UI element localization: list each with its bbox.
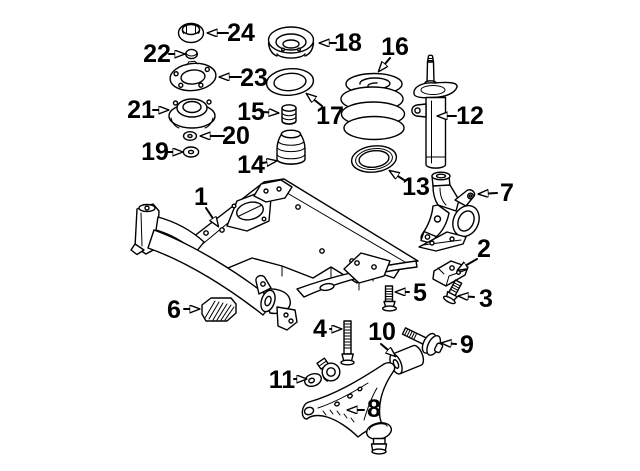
mount-plate-part-23: [169, 60, 217, 92]
part-number-18: 18: [334, 29, 362, 57]
lower-spring-pad-part-13: [350, 145, 398, 173]
part-number-20: 20: [222, 122, 250, 150]
part-number-6: 6: [167, 296, 181, 324]
strut-part-12: [411, 54, 458, 169]
part-number-22: 22: [143, 40, 171, 68]
part-number-10: 10: [368, 318, 396, 346]
upper-spring-pad-part-17: [265, 67, 315, 97]
part-number-11: 11: [269, 366, 296, 394]
callout-arrow-1: [205, 207, 218, 226]
clamp-bracket-part-11: [304, 357, 341, 388]
bolt-part-5: [382, 285, 398, 312]
cap-part-22: [184, 48, 198, 60]
callout-arrow-14: [261, 161, 276, 163]
dust-boot-part-14: [276, 129, 306, 165]
stopper-pad-part-6: [201, 297, 237, 322]
strut-mount-part-21: [168, 98, 216, 129]
callout-arrow-16: [379, 57, 391, 71]
callout-arrow-10: [380, 343, 395, 356]
part-number-12: 12: [456, 102, 484, 130]
callout-arrow-13: [390, 171, 405, 181]
steering-knuckle-part-7: [420, 171, 480, 245]
part-number-14: 14: [237, 151, 265, 179]
part-number-21: 21: [127, 96, 155, 124]
part-number-3: 3: [479, 285, 493, 313]
lower-control-arm-part-8: [301, 362, 396, 455]
bolt-part-3: [442, 279, 463, 305]
callout-arrow-15: [262, 112, 278, 113]
part-number-7: 7: [500, 179, 514, 207]
lock-nut-part-24: [177, 22, 205, 44]
part-number-8: 8: [367, 395, 381, 423]
part-number-17: 17: [316, 102, 344, 130]
bump-stop-part-15: [281, 104, 297, 125]
bracket-part-2: [432, 260, 469, 287]
washer-part-20: [182, 130, 198, 141]
callout-arrow-2: [458, 258, 478, 270]
callout-arrow-17: [307, 94, 323, 107]
part-number-4: 4: [313, 315, 327, 343]
part-number-19: 19: [141, 138, 169, 166]
part-number-1: 1: [194, 183, 208, 211]
part-number-5: 5: [413, 279, 427, 307]
callout-arrow-9: [442, 343, 457, 344]
part-number-15: 15: [237, 98, 265, 126]
upper-spring-seat-part-18: [267, 26, 315, 59]
eccentric-bolt-part-9: [401, 327, 444, 356]
part-number-13: 13: [402, 173, 430, 201]
subframe-part-1: [130, 178, 467, 331]
part-number-2: 2: [477, 235, 491, 263]
coil-spring-part-16: [340, 72, 406, 141]
callout-arrow-3: [459, 296, 475, 297]
washer-part-19: [182, 146, 200, 158]
part-number-9: 9: [460, 331, 474, 359]
callout-arrow-7: [479, 193, 498, 194]
part-number-24: 24: [227, 19, 255, 47]
part-number-23: 23: [240, 64, 268, 92]
part-number-16: 16: [381, 33, 409, 61]
bolt-part-4: [340, 320, 355, 366]
